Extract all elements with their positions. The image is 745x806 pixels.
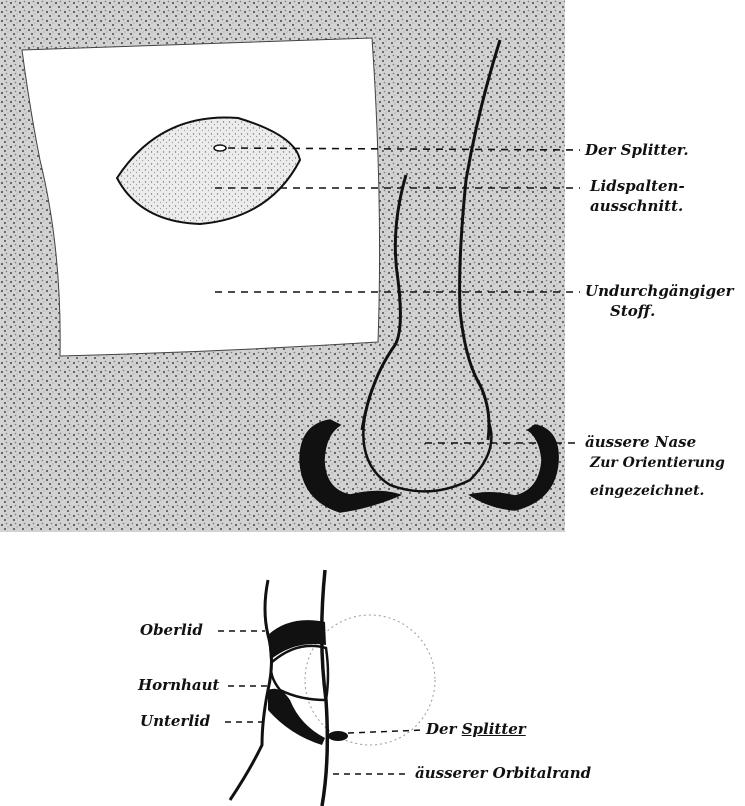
label-splitter: Der Splitter.	[585, 142, 689, 159]
splitter-side	[328, 731, 348, 741]
upper-lid	[268, 620, 326, 660]
label-stoff-line2: Stoff.	[610, 303, 655, 320]
label-splitter-side-word: Splitter	[462, 720, 526, 738]
label-nase-line3: eingezeichnet.	[590, 483, 704, 499]
label-stoff-line1: Undurchgängiger	[585, 283, 734, 300]
label-lidspalten-line2: ausschnitt.	[590, 198, 683, 215]
skin-profile	[230, 580, 272, 800]
label-splitter-side-prefix: Der	[426, 720, 462, 738]
leader-splitter-side	[348, 730, 424, 733]
splitter-dot	[214, 145, 226, 151]
label-lidspalten-line1: Lidspalten-	[590, 178, 685, 195]
label-orbitalrand: äusserer Orbitalrand	[415, 765, 591, 782]
label-unterlid: Unterlid	[140, 713, 210, 730]
label-nase-line1: äussere Nase	[585, 434, 696, 451]
label-splitter-side: Der Splitter	[426, 721, 526, 738]
label-hornhaut: Hornhaut	[138, 677, 219, 694]
label-nase-line2: Zur Orientierung	[590, 455, 725, 471]
label-oberlid: Oberlid	[140, 622, 203, 639]
